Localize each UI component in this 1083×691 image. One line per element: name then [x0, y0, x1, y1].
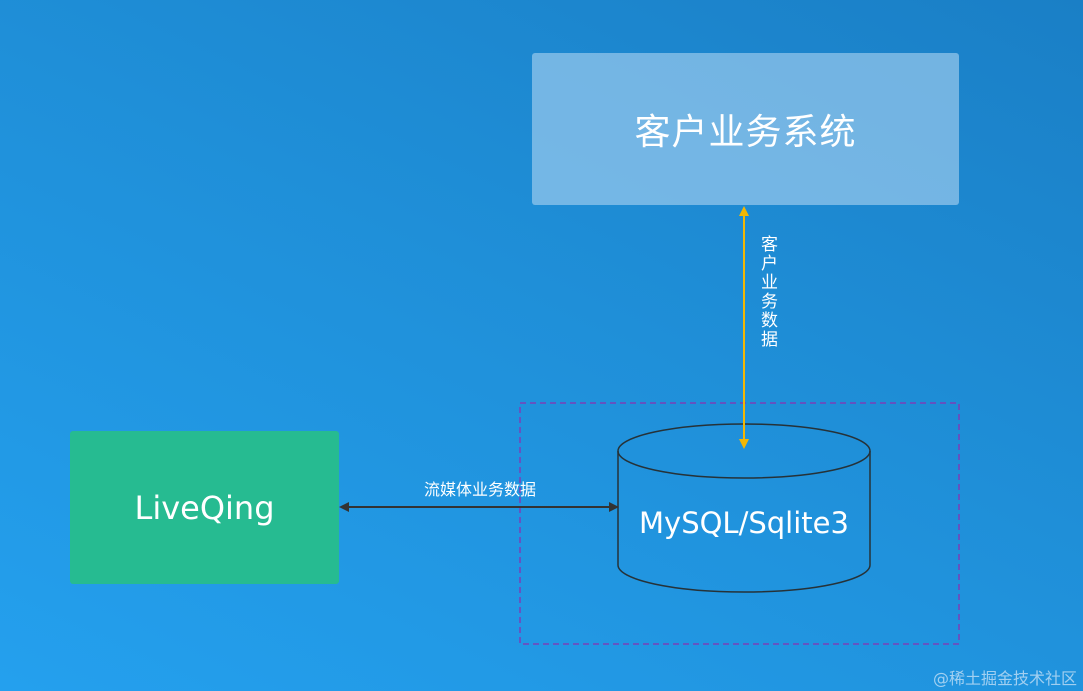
- stream-data-label: 流媒体业务数据: [423, 480, 536, 499]
- database-cylinder-body: [617, 451, 871, 593]
- business-data-label: 客户业务数据: [757, 235, 777, 349]
- watermark-text: @稀土掘金技术社区: [932, 669, 1077, 688]
- liveqing-node[interactable]: LiveQing: [70, 431, 339, 584]
- business-system-node[interactable]: 客户业务系统: [532, 53, 959, 205]
- database-label: MySQL/Sqlite3: [639, 506, 849, 540]
